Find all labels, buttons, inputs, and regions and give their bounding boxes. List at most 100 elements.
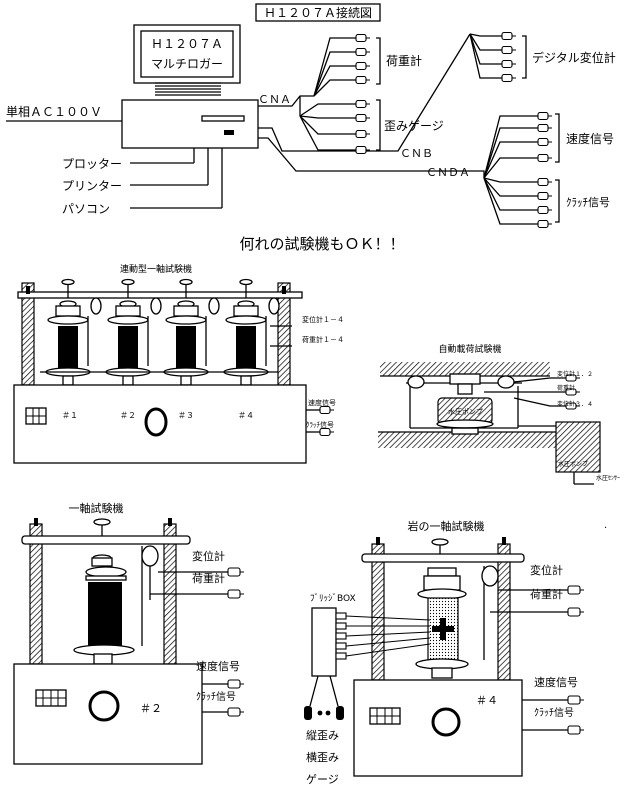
quad-station-unit-3-stand xyxy=(180,375,192,386)
quad-station-unit-2-knob xyxy=(121,278,135,286)
speed-cable-wire xyxy=(483,141,538,179)
quad-station-unit-2-stand xyxy=(122,375,134,386)
clutch-cable-wire xyxy=(483,177,538,225)
quad-station-unit-2-loadcell xyxy=(115,305,141,317)
single-speed-plug xyxy=(227,679,241,689)
single-disp-plug xyxy=(227,567,241,577)
rock-disp-plug xyxy=(567,585,581,595)
group-digital-disp: デジタル変位計 xyxy=(532,50,616,65)
auto-label-sensor: 水圧ｾﾝｻｰ xyxy=(596,474,620,482)
quad-station-3: ＃３ xyxy=(178,411,194,420)
quad-base xyxy=(13,384,307,464)
rock-load-plug xyxy=(567,607,581,617)
clutch-cable-wire xyxy=(483,177,538,211)
bridge-terminal xyxy=(335,642,347,650)
group-load: 荷重計 xyxy=(386,53,422,68)
quad-station-unit-3-knob xyxy=(179,278,193,286)
rock-gauge-label: ゲージ xyxy=(306,773,339,786)
connector-cna: ＣＮＡ xyxy=(258,93,291,106)
single-leads xyxy=(150,567,244,717)
speed-cable-plug xyxy=(537,153,549,163)
quad-station-2: ＃２ xyxy=(120,411,136,420)
dot-mark: . xyxy=(604,520,607,531)
quad-speed-plug xyxy=(319,405,331,415)
quad-station-unit-1-sample xyxy=(58,326,78,370)
peripheral-printer: プリンター xyxy=(62,179,122,193)
quad-station-4: ＃４ xyxy=(238,411,254,420)
strain-cable-plug xyxy=(355,129,367,139)
strain-cable-wire xyxy=(299,115,356,135)
single-label-disp: 変位計 xyxy=(192,549,225,563)
connector-cnb: ＣＮＢ xyxy=(400,147,433,160)
digital-disp-cable-plug xyxy=(501,31,513,41)
quad-station-unit-4-sample xyxy=(236,326,256,370)
digital-disp-cable-wire xyxy=(469,33,502,65)
diagram-title: Ｈ１２０７Ａ接続図 xyxy=(264,5,372,20)
strain-cable-plug xyxy=(355,113,367,123)
logger-name: マルチロガー xyxy=(151,57,223,71)
title-box xyxy=(255,3,381,22)
auto-title: 自動載荷試験機 xyxy=(438,343,501,355)
peripheral-plotter: プロッター xyxy=(62,157,122,171)
clutch-cable-plug xyxy=(537,205,549,215)
rock-clutch-plug xyxy=(567,725,581,735)
quad-label-clutch: ｸﾗｯﾁ信号 xyxy=(306,420,334,429)
clutch-cable-wire xyxy=(483,177,538,183)
single-title: 一軸試験機 xyxy=(69,501,124,515)
clutch-cable-plug xyxy=(537,219,549,229)
rock-gauge-vertical: 縦歪み xyxy=(306,729,339,742)
quad-station-unit-2-plate xyxy=(107,315,149,325)
auto-label-pump: 水圧ポンプ xyxy=(558,460,588,468)
quad-station-unit-4-gauge xyxy=(268,297,280,315)
group-speed: 速度信号 xyxy=(566,131,614,146)
quad-station-1: ＃１ xyxy=(62,411,78,420)
quad-label-load: 荷重計１－４ xyxy=(302,335,344,344)
quad-station-unit-3-loadcell xyxy=(173,305,199,317)
auto-machine xyxy=(378,362,601,473)
digital-disp-cable-wire xyxy=(469,33,502,79)
bridge-terminal xyxy=(335,632,347,640)
digital-disp-cable-plug xyxy=(501,73,513,83)
digital-disp-cable-wire xyxy=(469,33,502,51)
quad-machine xyxy=(13,278,307,464)
rock-base xyxy=(353,679,523,777)
auto-disp34-wire xyxy=(513,397,566,407)
tagline: 何れの試験機もＯＫ！！ xyxy=(239,235,404,253)
auto-leads xyxy=(484,374,594,485)
quad-station-unit-1-knob xyxy=(61,278,75,286)
load-cable-wire xyxy=(313,79,356,97)
speed-cable-wire xyxy=(483,127,538,179)
rock-title: 岩の一軸試験機 xyxy=(408,519,485,533)
speed-cable-plug xyxy=(537,123,549,133)
single-machine xyxy=(13,518,203,765)
quad-leads xyxy=(270,325,334,437)
quad-label-speed: 速度信号 xyxy=(308,398,336,407)
quad-station-unit-2-sample xyxy=(118,326,138,370)
peripheral-pc: パソコン xyxy=(62,202,110,216)
logger-model: Ｈ１２０７Ａ xyxy=(151,37,223,51)
single-load-plug xyxy=(227,589,241,599)
bridge-terminal xyxy=(335,652,347,660)
quad-station-unit-1-loadcell xyxy=(55,305,81,317)
quad-station-unit-2-gauge xyxy=(150,297,162,315)
auto-disp12-wire xyxy=(513,377,566,383)
quad-station-unit-3-gauge xyxy=(208,297,220,315)
auto-label-disp12: 変位計１．２ xyxy=(557,370,593,378)
quad-title: 連動型一軸試験機 xyxy=(120,263,192,275)
power-label: 単相ＡＣ１００Ｖ xyxy=(6,105,102,119)
load-cable-wire xyxy=(313,51,356,97)
quad-station-unit-1-plate xyxy=(47,315,89,325)
rock-machine xyxy=(304,537,525,777)
single-label-load: 荷重計 xyxy=(192,571,225,585)
connector-cnda: ＣＮＤＡ xyxy=(426,166,470,179)
rock-leads xyxy=(335,585,584,735)
auto-label-load: 荷重計 xyxy=(557,384,575,392)
speed-cable-plug xyxy=(537,111,549,121)
bridge-wire xyxy=(345,637,431,647)
speed-cable-wire xyxy=(483,115,538,179)
bridge-wire xyxy=(345,643,431,657)
quad-clutch-plug xyxy=(319,427,331,437)
speed-cable-wire xyxy=(483,157,538,179)
load-cable-plug xyxy=(355,75,367,85)
